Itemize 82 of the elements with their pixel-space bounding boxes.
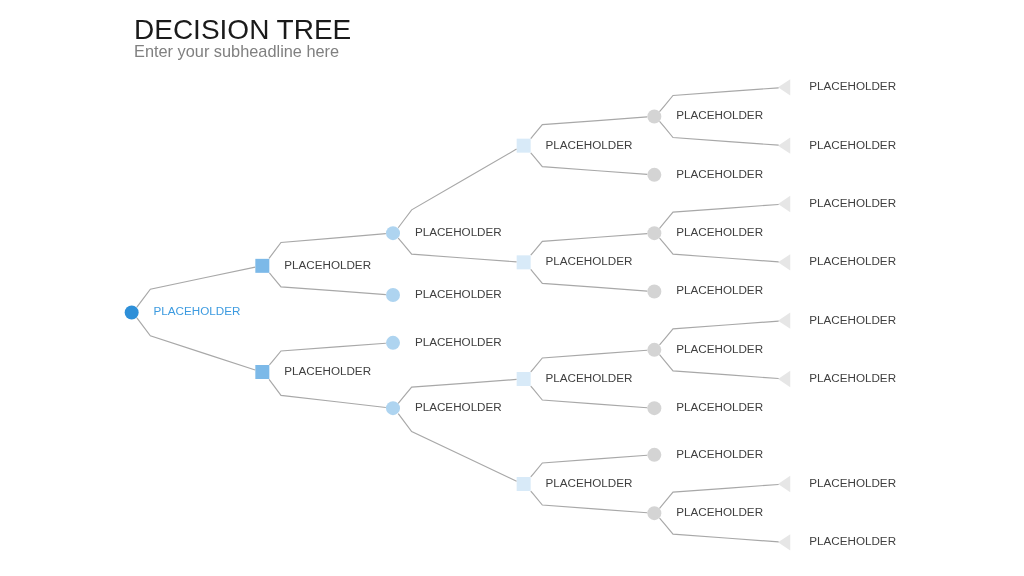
node-circle (647, 506, 662, 521)
node-label: PLACEHOLDER (153, 304, 241, 318)
node-triangle (778, 370, 791, 388)
node-label: PLACEHOLDER (284, 363, 372, 377)
node-box (255, 258, 270, 273)
node-circle (647, 401, 662, 416)
connector (530, 349, 648, 373)
node-label: PLACEHOLDER (414, 400, 502, 414)
node-box (516, 255, 531, 270)
node-label: PLACEHOLDER (676, 505, 764, 519)
node-box (255, 365, 270, 379)
connector (530, 454, 648, 478)
node-box (516, 372, 531, 386)
node-triangle (778, 312, 791, 329)
node-circle (647, 447, 662, 462)
node-label: PLACEHOLDER (676, 166, 764, 180)
node-label: PLACEHOLDER (676, 446, 764, 460)
connector (658, 354, 780, 380)
diagram-title: DECISION TREE (134, 13, 352, 45)
node-circle (647, 109, 662, 124)
connector (397, 413, 518, 482)
node-circle (647, 342, 662, 357)
node-label: PLACEHOLDER (676, 283, 764, 297)
connector (530, 233, 648, 256)
connector (268, 233, 387, 260)
node-label: PLACEHOLDER (809, 195, 897, 209)
node-label: PLACEHOLDER (809, 475, 897, 489)
connector (658, 483, 780, 509)
connector (530, 490, 648, 514)
node-label: PLACEHOLDER (676, 225, 764, 239)
node-circle (386, 226, 400, 241)
connector (658, 120, 780, 146)
connector (530, 152, 648, 175)
node-circle (647, 226, 662, 241)
connector (658, 237, 780, 263)
connector (268, 378, 387, 409)
node-label: PLACEHOLDER (414, 286, 502, 300)
node-triangle (778, 475, 791, 493)
connector (136, 317, 256, 371)
node-box (516, 138, 531, 153)
node-label: PLACEHOLDER (284, 257, 372, 271)
node-label: PLACEHOLDER (414, 334, 502, 348)
connector (658, 203, 780, 229)
node-circle (386, 335, 400, 350)
node-label: PLACEHOLDER (414, 225, 502, 239)
node-label: PLACEHOLDER (545, 137, 633, 151)
node-circle (124, 305, 139, 320)
connector (658, 320, 780, 346)
node-triangle (778, 79, 791, 96)
node-label: PLACEHOLDER (809, 254, 897, 268)
connector (530, 385, 648, 409)
node-label: PLACEHOLDER (545, 370, 633, 384)
node-triangle (778, 254, 791, 271)
node-triangle (778, 534, 791, 551)
connector (397, 148, 518, 229)
node-label: PLACEHOLDER (545, 475, 633, 489)
connector (658, 517, 780, 543)
node-label: PLACEHOLDER (809, 137, 897, 151)
connector (268, 342, 387, 366)
node-label: PLACEHOLDER (809, 79, 897, 93)
node-circle (386, 288, 400, 302)
connector (397, 378, 518, 404)
node-circle (647, 167, 662, 182)
node-triangle (778, 137, 791, 154)
connector (658, 87, 780, 113)
node-label: PLACEHOLDER (676, 400, 764, 414)
connector (268, 272, 387, 296)
node-label: PLACEHOLDER (809, 370, 897, 384)
node-label: PLACEHOLDER (809, 312, 897, 326)
node-label: PLACEHOLDER (676, 108, 764, 122)
label: Enter your subheadline here (134, 42, 340, 61)
connector (136, 266, 256, 308)
node-label: PLACEHOLDER (809, 534, 897, 548)
node-box (516, 477, 531, 491)
connector (397, 237, 518, 263)
node-triangle (778, 195, 791, 213)
node-circle (386, 401, 400, 416)
node-circle (647, 284, 662, 299)
connector (530, 116, 648, 140)
node-label: PLACEHOLDER (545, 254, 633, 268)
connector (530, 268, 648, 292)
node-label: PLACEHOLDER (676, 341, 764, 355)
